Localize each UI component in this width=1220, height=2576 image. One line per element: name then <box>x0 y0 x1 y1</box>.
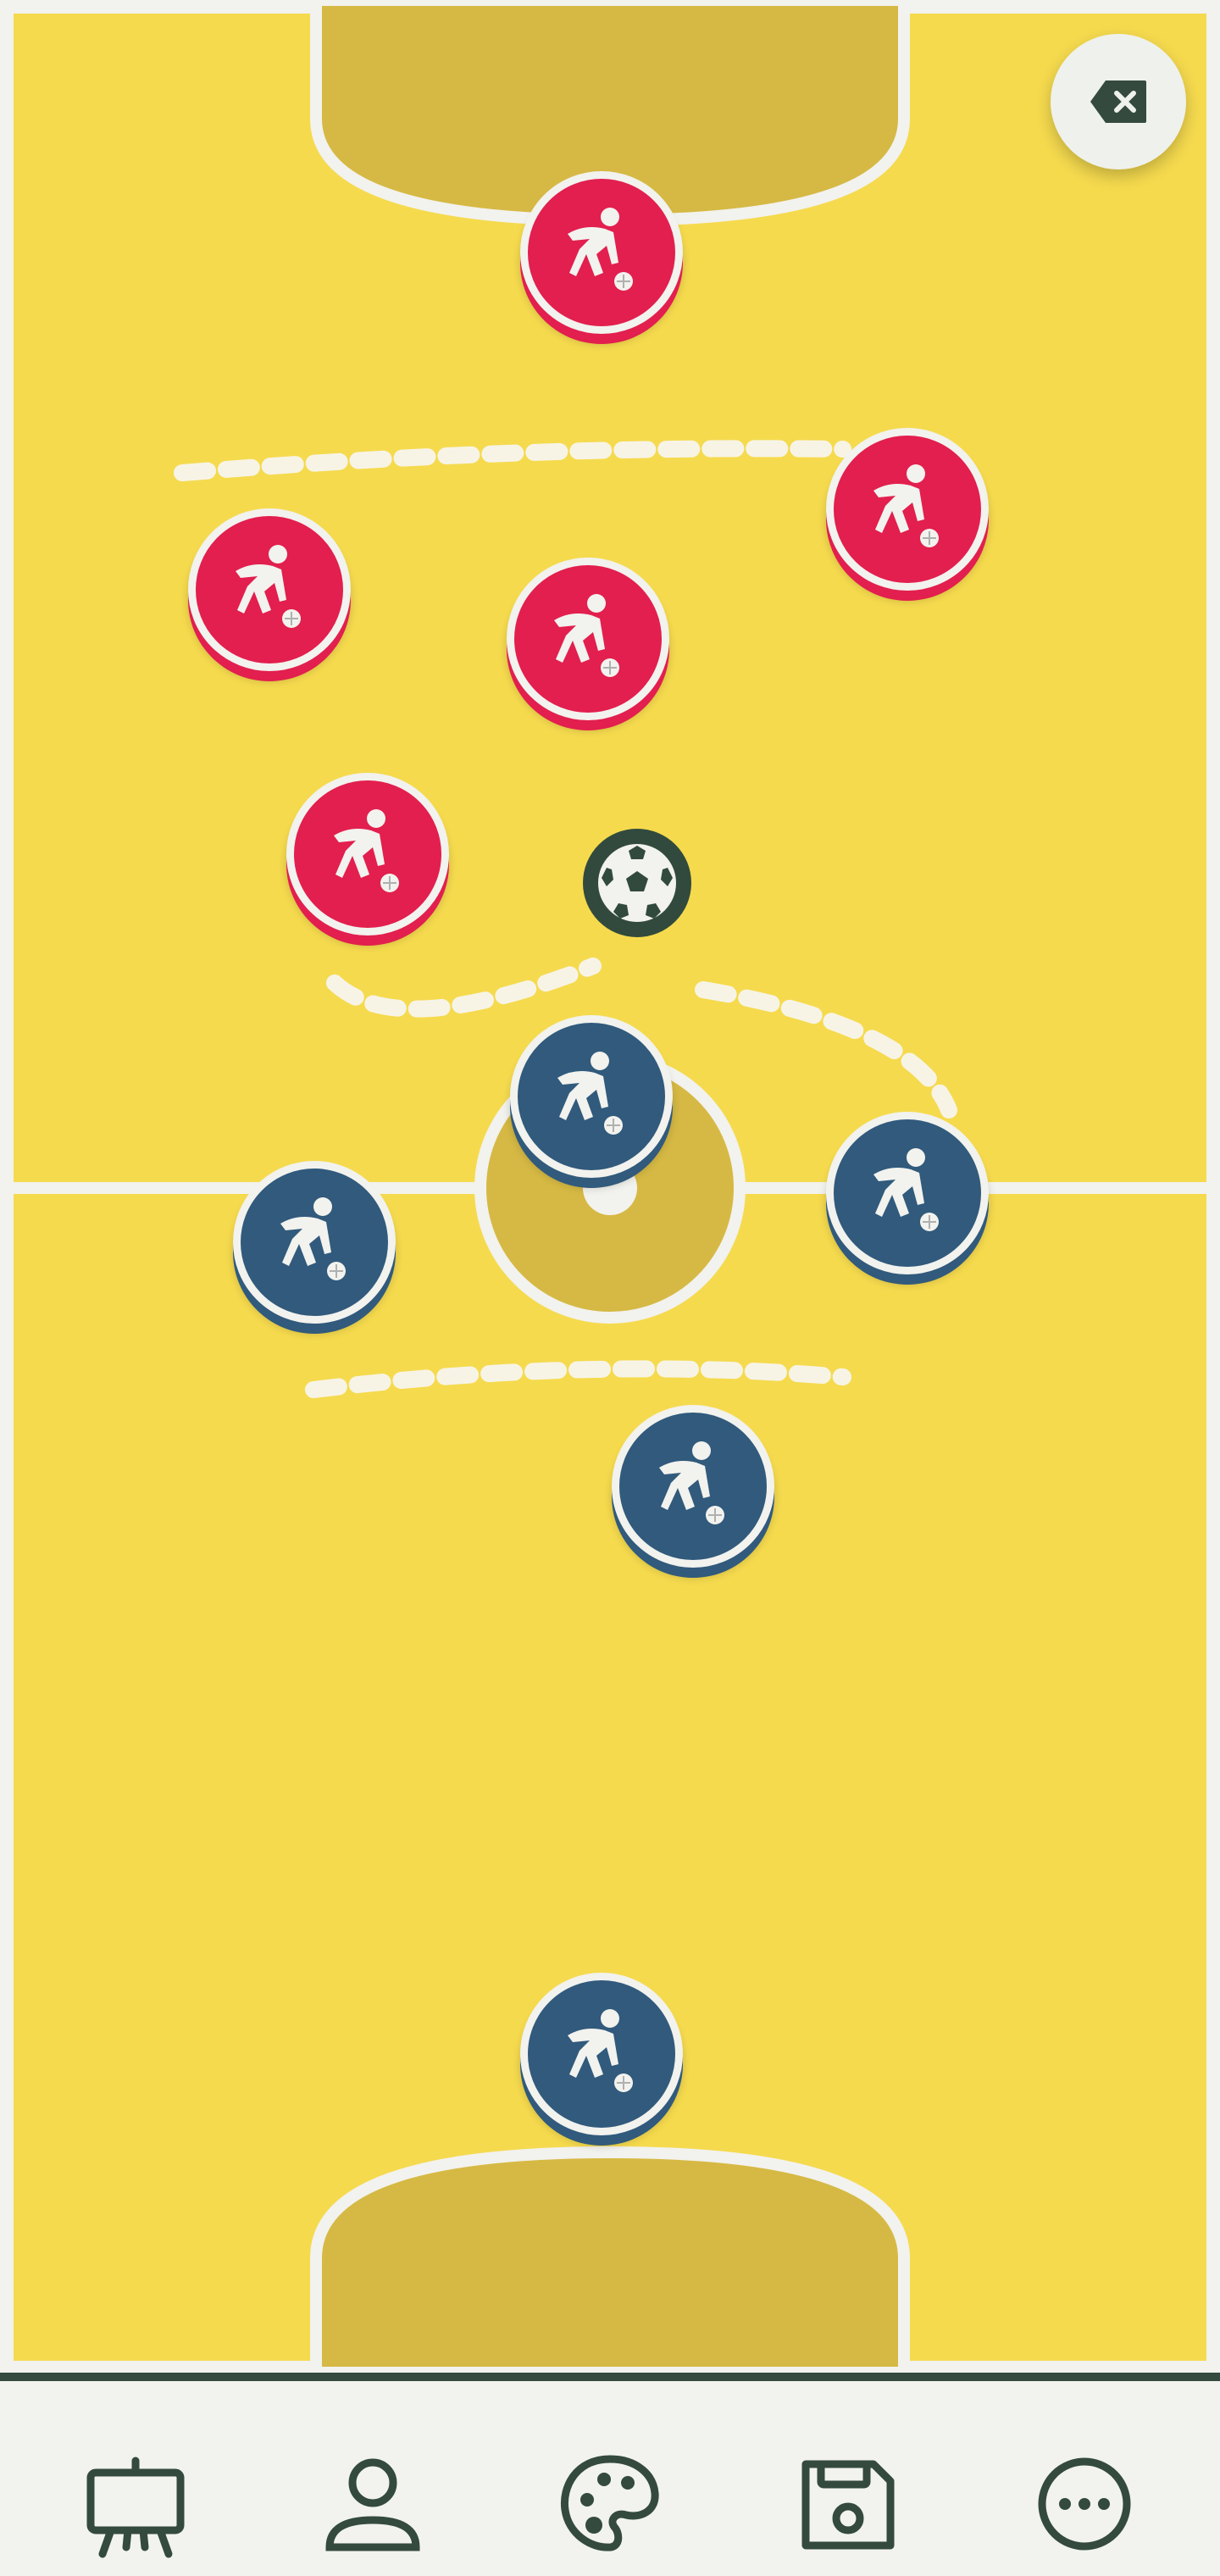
player-button[interactable] <box>309 2440 436 2568</box>
board-button[interactable] <box>72 2440 199 2568</box>
soccer-ball-icon <box>598 844 676 922</box>
blue-player-left[interactable] <box>233 1161 396 1324</box>
kicking-player-icon <box>553 593 620 678</box>
blue-player-top-center[interactable] <box>510 1015 673 1178</box>
kicking-player-icon <box>873 1147 940 1232</box>
red-player-right[interactable] <box>826 428 989 591</box>
close-x-icon <box>1090 80 1146 123</box>
close-button[interactable] <box>1051 34 1186 169</box>
kicking-player-icon <box>557 1051 624 1135</box>
red-player-forward[interactable] <box>286 773 449 935</box>
blue-player-middle[interactable] <box>612 1405 774 1568</box>
kicking-player-icon <box>567 207 634 291</box>
kicking-player-icon <box>333 808 400 893</box>
palette-icon <box>560 2455 659 2551</box>
red-player-center[interactable] <box>507 558 669 720</box>
kicking-player-icon <box>658 1441 725 1525</box>
save-button[interactable] <box>784 2440 911 2568</box>
color-button[interactable] <box>546 2440 674 2568</box>
easel-board-icon <box>86 2457 185 2558</box>
person-icon <box>325 2458 420 2551</box>
kicking-player-icon <box>280 1196 347 1281</box>
pitch[interactable] <box>0 0 1220 2373</box>
kicking-player-icon <box>567 2008 634 2093</box>
bottom-toolbar <box>0 2373 1220 2576</box>
drawn-path <box>174 440 957 1398</box>
soccer-ball[interactable] <box>583 829 691 937</box>
more-button[interactable] <box>1021 2440 1148 2568</box>
red-player-goalkeeper[interactable] <box>520 171 683 334</box>
save-floppy-icon <box>801 2460 895 2550</box>
kicking-player-icon <box>235 544 302 629</box>
kicking-player-icon <box>873 464 940 548</box>
red-player-left[interactable] <box>188 508 351 671</box>
blue-player-right[interactable] <box>826 1112 989 1274</box>
blue-player-goalkeeper[interactable] <box>520 1973 683 2135</box>
more-options-icon <box>1038 2457 1131 2551</box>
